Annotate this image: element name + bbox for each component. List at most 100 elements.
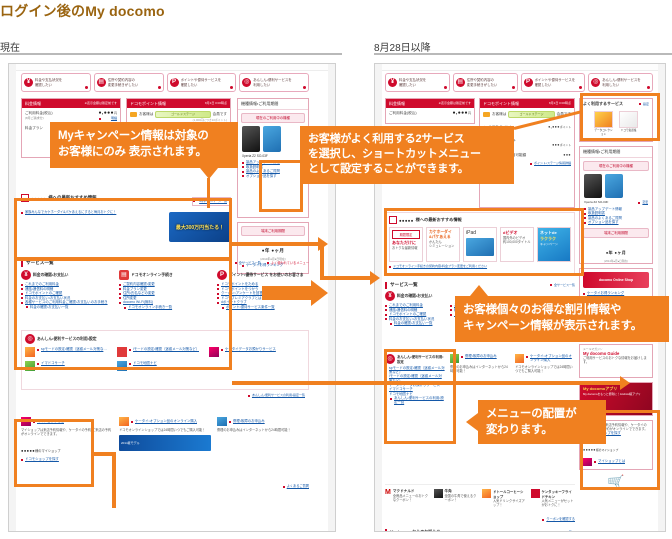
promo-card[interactable]: iPad — [463, 227, 497, 262]
shop-item-title[interactable]: ケータイ・オプション品のオンライン購入 — [526, 354, 575, 362]
shop-item-title[interactable]: 修理・故障のお申込み — [229, 419, 265, 424]
safety-all-link[interactable]: あんしん・便利サービスの利用・設定一覧 — [385, 396, 445, 404]
point-footer-link[interactable]: ポイント・ステージ情報詳細 — [530, 161, 571, 166]
device-link[interactable]: 取扱説明書 — [242, 165, 304, 170]
service-link[interactable]: docomo Wi-Fi(無料) — [119, 300, 211, 305]
promo-card[interactable]: dビデオ 国内外のビデオ 約100,000タイトル — [500, 227, 534, 262]
quicknav-safety-button[interactable]: ◎ あんしん・便利サービスを利用したい — [239, 73, 309, 92]
safety-all-link[interactable]: あんしん・便利サービスの利用・設定一覧 — [247, 393, 305, 398]
device-edit-link[interactable]: 変更 — [638, 200, 648, 205]
service-all-group-link[interactable]: ポイント・優待サービス条件一覧 — [217, 305, 309, 310]
device-link[interactable]: オプション品を探す — [584, 220, 648, 225]
quicknav-contract-button[interactable]: ▤ 住所や契約内容の変更手続きがしたい — [93, 73, 164, 92]
service-link[interactable]: ドコモポイントのご確認 — [21, 291, 113, 296]
device-usage-button[interactable]: 現在のご利用中の機種 — [583, 161, 649, 171]
service-link[interactable]: ドコモポイントをためる — [217, 282, 309, 287]
callout-shortcut-menu: お客様がよく利用する2サービス を選択し、ショートカットメニュー として設定する… — [300, 126, 514, 184]
shop-find-link[interactable]: ドコモショップを探す — [21, 457, 113, 462]
shop-item-title[interactable]: 修理・故障のお申込み — [461, 354, 497, 359]
safety-item[interactable]: ドコモ地図ナビ — [117, 361, 201, 371]
onlineshop-banner[interactable]: docomo Online Shop — [598, 278, 634, 282]
service-link[interactable]: 料金プラン変更 — [450, 308, 510, 313]
favorite-service-tile[interactable]: ドコモ電話帳 — [618, 111, 639, 136]
recommend-footer-link[interactable]: ドコモオンライン手続きの契約内容・料金プラン変更をご利用ください — [389, 264, 571, 269]
collapse-icon[interactable] — [21, 194, 29, 202]
device-link[interactable]: 取扱説明書 — [584, 211, 648, 216]
coupon-item[interactable]: ケンタッキーフライドチキン 人気メニューがセットがおトクに！ — [530, 489, 576, 507]
onlineshop-link[interactable]: ケータイお得ランキング — [583, 291, 649, 296]
shop-item-title[interactable]: マイショップとは — [33, 419, 64, 424]
service-link[interactable]: dポイントクラブ — [217, 300, 309, 305]
quicknav-contract-button[interactable]: ▤ 住所や契約内容の変更手続きがしたい — [452, 73, 518, 92]
safety-item[interactable]: ケータイデータお預かりサービス — [209, 347, 293, 357]
device-duration-button[interactable]: 端末ご利用期間 — [583, 227, 649, 238]
device-usage-button[interactable]: 現在のご利用中の機種 — [241, 113, 305, 123]
device-link[interactable]: 製品アップデート情報 — [584, 207, 648, 212]
service-link[interactable]: ドコモプレミアクラブとは — [217, 296, 309, 301]
coupon-item[interactable]: 牛角 全国の牛角で使えるクーポン！ — [433, 489, 479, 507]
quicknav-point-button[interactable]: P ポイントや優待サービスを確認したい — [166, 73, 237, 92]
service-link[interactable]: ドコモポイントをつかう — [217, 287, 309, 292]
shop-item-body: マイショップは来店予約情報や、ケータイの予約・ご来店の予約がオンラインでできます… — [583, 423, 648, 431]
service-all-group-link[interactable]: ドコモオンライン手続き一覧 — [450, 312, 510, 317]
device-duration-button[interactable]: 端末ご利用期間 — [241, 226, 305, 236]
service-link[interactable]: 住所・氏名などの変更 — [119, 291, 211, 296]
campaign-banner[interactable]: 最大300万円当たる！ — [169, 212, 231, 242]
service-link[interactable]: 通話・通信料の明細 — [21, 287, 113, 292]
service-link[interactable]: 通話・通信料の明細 — [385, 308, 445, 313]
safety-item-label[interactable]: ドコモ地図ナビ — [129, 361, 157, 371]
service-link[interactable]: 住所変更 — [119, 296, 211, 301]
sidebar-link[interactable]: ケータイお得ランキング — [242, 263, 304, 267]
safety-item-label[interactable]: イマドコサーチ — [37, 361, 65, 371]
coupon-item[interactable]: ドトールコーヒーショップ 人気ドリンクサイズアップ！ — [482, 489, 527, 507]
safety-item-label[interactable]: spモードの設定・確認（迷惑メール対策など） — [37, 347, 109, 357]
device-link[interactable]: 製品アップデート情報 — [242, 160, 304, 165]
service-link[interactable]: これまでのご利用料金 — [385, 303, 445, 308]
promo-card[interactable]: カケホーダイ &パケあえる かんたん シミュレーション — [426, 227, 460, 262]
service-link[interactable]: ご契約内容確認・変更 — [450, 303, 510, 308]
safety-item[interactable]: iモードの設定・確認（迷惑メール対策など） — [117, 347, 201, 357]
service-all-group-link[interactable]: ドコモオンライン手続き一覧 — [119, 305, 211, 310]
service-frequent-link[interactable]: よく使われているメニュー — [267, 261, 309, 266]
collapse-icon[interactable] — [389, 216, 397, 224]
service-all-link[interactable]: 全サービス一覧 — [549, 283, 575, 288]
service-link[interactable]: 料金プラン変更 — [119, 287, 211, 292]
service-link[interactable]: クーポン・アンケートを回答する — [217, 291, 309, 296]
safety-item[interactable]: イマドコサーチ — [25, 361, 109, 371]
service-link[interactable]: ドコモポイントのご確認 — [385, 312, 445, 317]
safety-item-label[interactable]: spモードの設定・確認（迷惑メール対策など） — [385, 366, 445, 374]
service-link[interactable]: これまでのご利用料金 — [21, 282, 113, 287]
service-all-link[interactable]: 全サービス一覧 — [234, 261, 261, 266]
coupon-item[interactable]: M マクドナルド 全商品メニューのおトクなクーポン！ — [385, 489, 430, 507]
service-all-group-link[interactable]: 料金の確認・お支払い一覧 — [21, 305, 113, 310]
quicknav-billing-button[interactable]: ¥ 料金や支払状況を確認したい — [21, 73, 91, 92]
quicknav-label: ポイントや優待サービスを — [534, 78, 576, 83]
device-link[interactable]: 製品のよくあるご質問 — [584, 216, 648, 221]
favorite-service-tile[interactable]: データコレクション — [593, 111, 614, 136]
quicknav-safety-button[interactable]: ◎ あんしん・便利サービスを利用したい — [588, 73, 653, 92]
cart-sidebar-icon-wrap[interactable]: 🛒 — [579, 474, 653, 491]
shop-item-title[interactable]: ケータイ・オプション品のオンライン購入 — [131, 419, 197, 423]
billing-detail-link[interactable]: 明細 — [98, 116, 117, 121]
recommend-left-link[interactable]: 家族みんなでカケホーダイ&パケあえるにすると毎月おトクに！ — [21, 210, 231, 215]
quicknav-point-button[interactable]: P ポイントや優待サービスを確認したい — [520, 73, 586, 92]
favorite-services-edit-link[interactable]: 設定 — [638, 102, 649, 107]
safety-item-label[interactable]: ケータイデータお預かりサービス — [221, 347, 276, 357]
my-campaign-list-link[interactable]: Myキャンペーン一覧 — [192, 197, 231, 206]
device-link[interactable]: オプション品を探す — [242, 174, 304, 179]
service-all-group-link[interactable]: 料金の確認・お支払い一覧 — [385, 321, 445, 326]
safety-item-label[interactable]: iモードの設定・確認（迷惑メール対策など） — [129, 347, 199, 357]
device-link[interactable]: 製品のよくあるご質問 — [242, 169, 304, 174]
promo-card[interactable]: ネットde ラクラク キャンペーン — [537, 227, 571, 262]
service-link[interactable]: 各種サービスのご利用料金ご確認・お支払いのお手続き — [21, 300, 113, 304]
service-link[interactable]: 料金のお支払い・お支払い状況 — [21, 296, 113, 301]
news-all-link[interactable]: 一覧へ — [562, 530, 575, 531]
service-link[interactable]: ご契約内容確認・変更 — [119, 282, 211, 287]
safety-item[interactable]: spモードの設定・確認（迷惑メール対策など） — [25, 347, 109, 357]
quicknav-billing-button[interactable]: ¥ 料金や支払状況を確認したい — [385, 73, 450, 92]
promo-card[interactable]: 期間限定 あなただけに おトクな最新情報 — [389, 227, 423, 262]
service-link[interactable]: 料金のお支払い・お支払い状況 — [385, 317, 445, 322]
shop-item-title[interactable]: マイショップとは — [594, 459, 625, 463]
coupon-link[interactable]: クーポンを確認する — [542, 517, 575, 522]
faq-link-current[interactable]: よくあるご質問 — [282, 484, 309, 489]
